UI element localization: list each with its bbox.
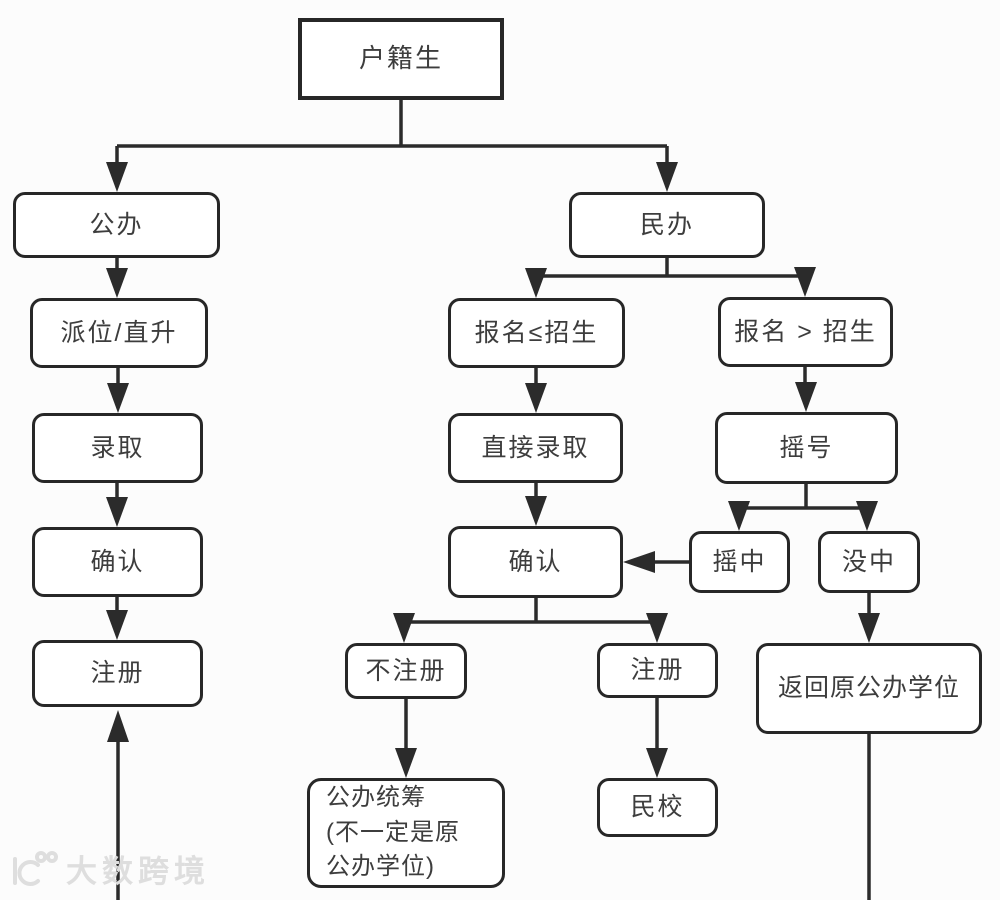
edge-queren-zhuce-arrowhead	[106, 610, 128, 640]
edge-querenmid-zhucemid-arrowhead	[646, 613, 668, 643]
edge-minban-split-line	[536, 258, 805, 278]
node-buzhuce: 不注册	[345, 643, 467, 699]
node-luqu: 录取	[32, 413, 203, 483]
watermark-text: 大数跨境	[66, 854, 210, 889]
node-yaozhong: 摇中	[689, 531, 790, 593]
edge-gongban-paiwei-arrowhead	[106, 268, 128, 298]
edge-yaohao-meizhong-arrowhead	[856, 501, 878, 531]
edge-meizhong-fanhui-arrowhead	[858, 613, 880, 643]
node-paiwei-zhisheng: 派位/直升	[30, 298, 208, 368]
node-queren-left: 确认	[32, 527, 203, 597]
node-baoming-gt-zhaosheng: 报名 > 招生	[718, 297, 893, 367]
node-meizhong: 没中	[818, 531, 920, 593]
node-zhuce-left: 注册	[32, 640, 203, 707]
edge-baomingle-zhijieluqu-arrowhead	[525, 383, 547, 413]
edge-offscreen-zhuceleft-arrowhead	[107, 710, 129, 742]
edge-baominggt-yaohao-arrowhead	[795, 382, 817, 412]
edge-minban-baominggt-arrowhead	[794, 267, 816, 297]
node-minban: 民办	[569, 192, 765, 258]
edge-paiwei-luqu-arrowhead	[107, 383, 129, 413]
edge-split-minban-arrowhead	[656, 162, 678, 192]
edge-yaohao-split-line	[739, 484, 867, 510]
edge-querenmid-buzhuce-arrowhead	[393, 613, 415, 643]
watermark: 大数跨境	[8, 846, 210, 891]
edge-yaohao-yaozhong-arrowhead	[728, 501, 750, 531]
edge-yaozhong-queren-arrowhead	[623, 551, 655, 573]
node-gongban-tongchou: 公办统筹 (不一定是原 公办学位)	[307, 778, 505, 888]
edge-zhijieluqu-queren-arrowhead	[525, 496, 547, 526]
node-minxiao: 民校	[597, 778, 718, 837]
node-zhijie-luqu: 直接录取	[448, 413, 623, 483]
watermark-logo	[13, 850, 58, 886]
node-yaohao: 摇号	[715, 412, 898, 484]
node-hujisheng: 户籍生	[298, 18, 504, 100]
node-queren-mid: 确认	[448, 526, 623, 598]
edge-hujisheng-split-line	[117, 100, 667, 148]
node-zhuce-mid: 注册	[597, 643, 718, 698]
edge-minban-baomingle-arrowhead	[525, 268, 547, 298]
node-baoming-le-zhaosheng: 报名≤招生	[448, 298, 625, 368]
edge-querenmid-split-line	[404, 598, 657, 624]
edge-zhucemid-minxiao-arrowhead	[646, 748, 668, 778]
node-fanhui-gongban-xuewei: 返回原公办学位	[756, 643, 982, 734]
edge-luqu-queren-arrowhead	[106, 497, 128, 527]
edge-split-gongban-arrowhead	[106, 162, 128, 192]
node-gongban: 公办	[13, 192, 220, 258]
edge-buzhuce-tongchou-arrowhead	[395, 748, 417, 778]
